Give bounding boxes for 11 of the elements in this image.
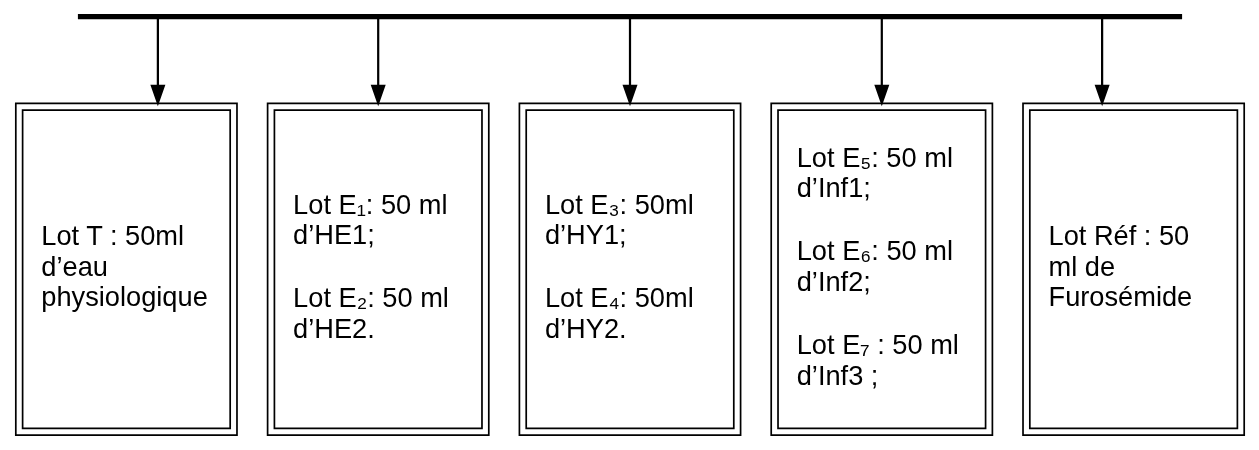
node-box: Lot E₃: 50ml d’HY1; Lot E₄: 50ml d’HY2. bbox=[518, 102, 741, 436]
arrow bbox=[1094, 18, 1110, 107]
node-bar bbox=[77, 14, 1182, 20]
arrow bbox=[149, 18, 165, 107]
node-box: Lot Réf : 50 ml de Furosémide bbox=[1021, 102, 1245, 436]
node-box: Lot E₁: 50 ml d’HE1; Lot E₂: 50 ml d’HE2. bbox=[266, 102, 490, 436]
arrow bbox=[370, 18, 386, 107]
arrow bbox=[873, 18, 889, 107]
arrow bbox=[622, 18, 637, 107]
node-box: Lot E₅: 50 ml d’Inf1; Lot E₆: 50 ml d’Inf2; Lot E₇ : 50 ml d’Inf3 ; bbox=[769, 102, 993, 436]
node-box: Lot T : 50ml d’eau physiologique bbox=[14, 102, 238, 436]
